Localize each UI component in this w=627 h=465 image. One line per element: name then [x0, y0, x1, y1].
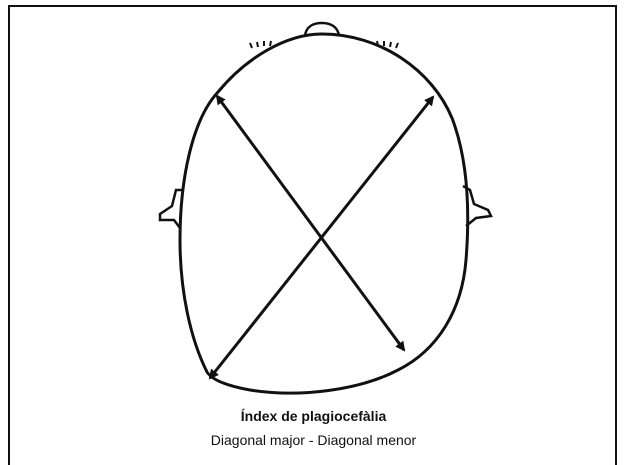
- diagonal-major-arrow: [217, 96, 404, 350]
- caption-subtitle: Diagonal major - Diagonal menor: [0, 432, 627, 448]
- head-outline: [180, 34, 468, 393]
- diagonal-minor-arrow: [210, 97, 433, 378]
- caption-title: Índex de plagiocefàlia: [0, 408, 627, 424]
- left-eyelashes: [250, 41, 271, 48]
